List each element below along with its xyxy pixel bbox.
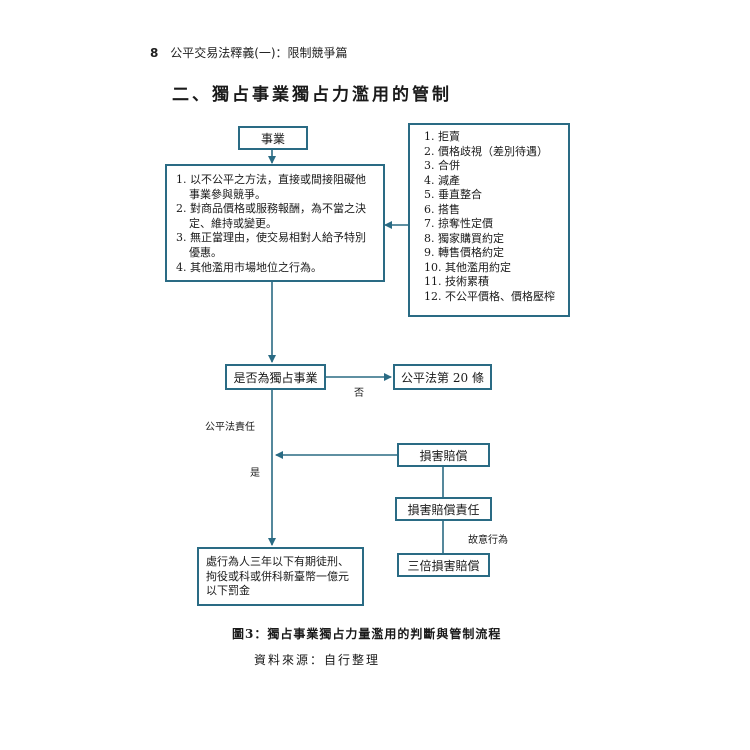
article-20-label: 公平法第 20 條 (401, 370, 484, 385)
abuse-types-node: 1. 拒賣 2. 價格歧視（差別待遇） 3. 合併 4. 減產 5. 垂直整合 … (408, 123, 570, 317)
yes-branch-label: 是 (250, 468, 260, 479)
damages-liability-node: 損害賠償責任 (395, 497, 492, 521)
type-item: 9. 轉售價格約定 (424, 246, 504, 259)
type-item: 4. 減產 (424, 173, 460, 187)
intentional-act-label: 故意行為 (468, 535, 508, 546)
enterprise-node: 事業 (238, 126, 308, 150)
act-item: 1. 以不公平之方法，直接或間接阻礙他事業參與競爭。 (176, 173, 366, 201)
type-item: 12. 不公平價格、價格壓榨 (424, 289, 555, 303)
figure-caption: 圖3：獨占事業獨占力量濫用的判斷與管制流程 (232, 627, 502, 641)
type-item: 2. 價格歧視（差別待遇） (424, 144, 548, 158)
type-item: 1. 拒賣 (424, 130, 460, 143)
enterprise-label: 事業 (260, 131, 285, 146)
act-item: 4. 其他濫用市場地位之行為。 (176, 260, 322, 274)
act-item: 2. 對商品價格或服務報酬，為不當之決定、維持或變更。 (176, 202, 366, 230)
figure-source: 資料來源：自行整理 (254, 653, 381, 667)
damages-node: 損害賠償 (397, 443, 490, 467)
damages-liability-label: 損害賠償責任 (407, 502, 480, 517)
damages-label: 損害賠償 (419, 448, 468, 463)
type-item: 8. 獨家購買約定 (424, 231, 504, 245)
treble-damages-node: 三倍損害賠償 (397, 553, 490, 577)
type-item: 10. 其他濫用約定 (424, 260, 511, 274)
abusive-acts-node: 1. 以不公平之方法，直接或間接阻礙他事業參與競爭。 2. 對商品價格或服務報酬… (165, 164, 385, 282)
article-20-node: 公平法第 20 條 (393, 364, 492, 390)
section-title: 二、獨占事業獨占力濫用的管制 (172, 85, 452, 105)
page-number: 8 (150, 46, 159, 60)
type-item: 6. 搭售 (424, 202, 460, 216)
abuse-types-list: 1. 拒賣 2. 價格歧視（差別待遇） 3. 合併 4. 減產 5. 垂直整合 … (424, 130, 562, 304)
page-header: 8 公平交易法釋義(一)：限制競爭篇 (150, 44, 348, 61)
abusive-acts-list: 1. 以不公平之方法，直接或間接阻礙他事業參與競爭。 2. 對商品價格或服務報酬… (176, 173, 375, 275)
criminal-penalty-node: 處行為人三年以下有期徒刑、拘役或科或併科新臺幣一億元以下罰金 (197, 547, 364, 606)
penalty-text: 處行為人三年以下有期徒刑、拘役或科或併科新臺幣一億元以下罰金 (206, 555, 349, 597)
treble-damages-label: 三倍損害賠償 (407, 558, 480, 573)
type-item: 3. 合併 (424, 159, 460, 172)
act-item: 3. 無正當理由，使交易相對人給予特別優惠。 (176, 231, 366, 259)
type-item: 5. 垂直整合 (424, 188, 482, 201)
decision-label: 是否為獨占事業 (233, 370, 318, 385)
monopoly-decision-node: 是否為獨占事業 (225, 364, 326, 390)
type-item: 7. 掠奪性定價 (424, 217, 493, 230)
fair-trade-liability-label: 公平法責任 (205, 422, 255, 433)
no-branch-label: 否 (354, 388, 364, 399)
type-item: 11. 技術累積 (424, 275, 489, 288)
running-title: 公平交易法釋義(一)：限制競爭篇 (170, 46, 348, 60)
